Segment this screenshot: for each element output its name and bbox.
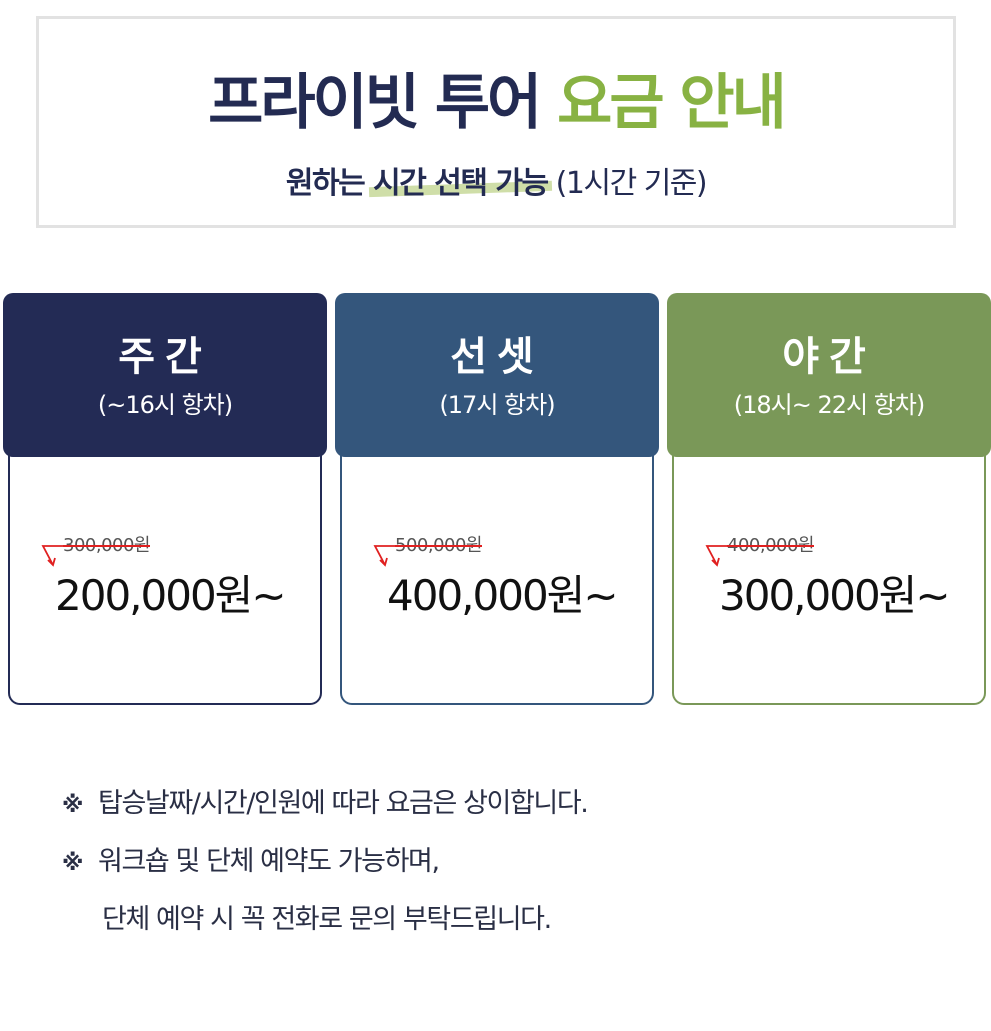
card-time: (18시~ 22시 항차)	[733, 391, 926, 419]
discount-arrow-icon	[705, 545, 731, 567]
card-header: 선셋 (17시 항차)	[335, 293, 659, 457]
discount-arrow-icon	[41, 545, 67, 567]
price-card-day: 주간 (~16시 항차) 300,000원 200,000원~	[3, 293, 327, 705]
card-name: 야간	[782, 334, 876, 380]
old-price: 400,000원	[727, 535, 815, 556]
card-time: (~16시 항차)	[97, 391, 233, 419]
subtitle-highlight: 시간 선택 가능	[373, 166, 549, 201]
new-price: 300,000원~	[719, 571, 951, 620]
card-body	[8, 433, 322, 705]
price-card-night: 야간 (18시~ 22시 항차) 400,000원 300,000원~	[667, 293, 991, 705]
note-mark: ※	[62, 851, 83, 876]
subtitle-bold: 원하는	[285, 166, 374, 201]
note-item: ※ 워크숍 및 단체 예약도 가능하며,	[62, 846, 440, 877]
header-box: 프라이빗 투어 요금 안내 원하는 시간 선택 가능 (1시간 기준)	[36, 16, 956, 228]
note-text: 워크숍 및 단체 예약도 가능하며,	[98, 846, 440, 877]
page-title: 프라이빗 투어 요금 안내	[39, 73, 953, 133]
note-mark: ※	[62, 793, 83, 818]
price-card-sunset: 선셋 (17시 항차) 500,000원 400,000원~	[335, 293, 659, 705]
note-text: 탑승날짜/시간/인원에 따라 요금은 상이합니다.	[98, 788, 589, 819]
card-time: (17시 항차)	[439, 391, 555, 419]
card-name: 선셋	[450, 334, 544, 380]
title-main: 프라이빗 투어	[208, 68, 558, 138]
new-price: 400,000원~	[387, 571, 619, 620]
subtitle-normal: (1시간 기준)	[547, 166, 708, 201]
title-accent: 요금 안내	[557, 68, 787, 138]
old-price: 500,000원	[395, 535, 483, 556]
new-price: 200,000원~	[55, 571, 287, 620]
card-body	[340, 433, 654, 705]
old-price: 300,000원	[63, 535, 151, 556]
page-subtitle: 원하는 시간 선택 가능 (1시간 기준)	[39, 169, 953, 199]
discount-arrow-icon	[373, 545, 399, 567]
card-body	[672, 433, 986, 705]
note-item: ※ 탑승날짜/시간/인원에 따라 요금은 상이합니다.	[62, 788, 589, 819]
card-header: 야간 (18시~ 22시 항차)	[667, 293, 991, 457]
card-name: 주간	[118, 334, 212, 380]
card-header: 주간 (~16시 항차)	[3, 293, 327, 457]
note-continuation: 단체 예약 시 꼭 전화로 문의 부탁드립니다.	[102, 904, 552, 935]
